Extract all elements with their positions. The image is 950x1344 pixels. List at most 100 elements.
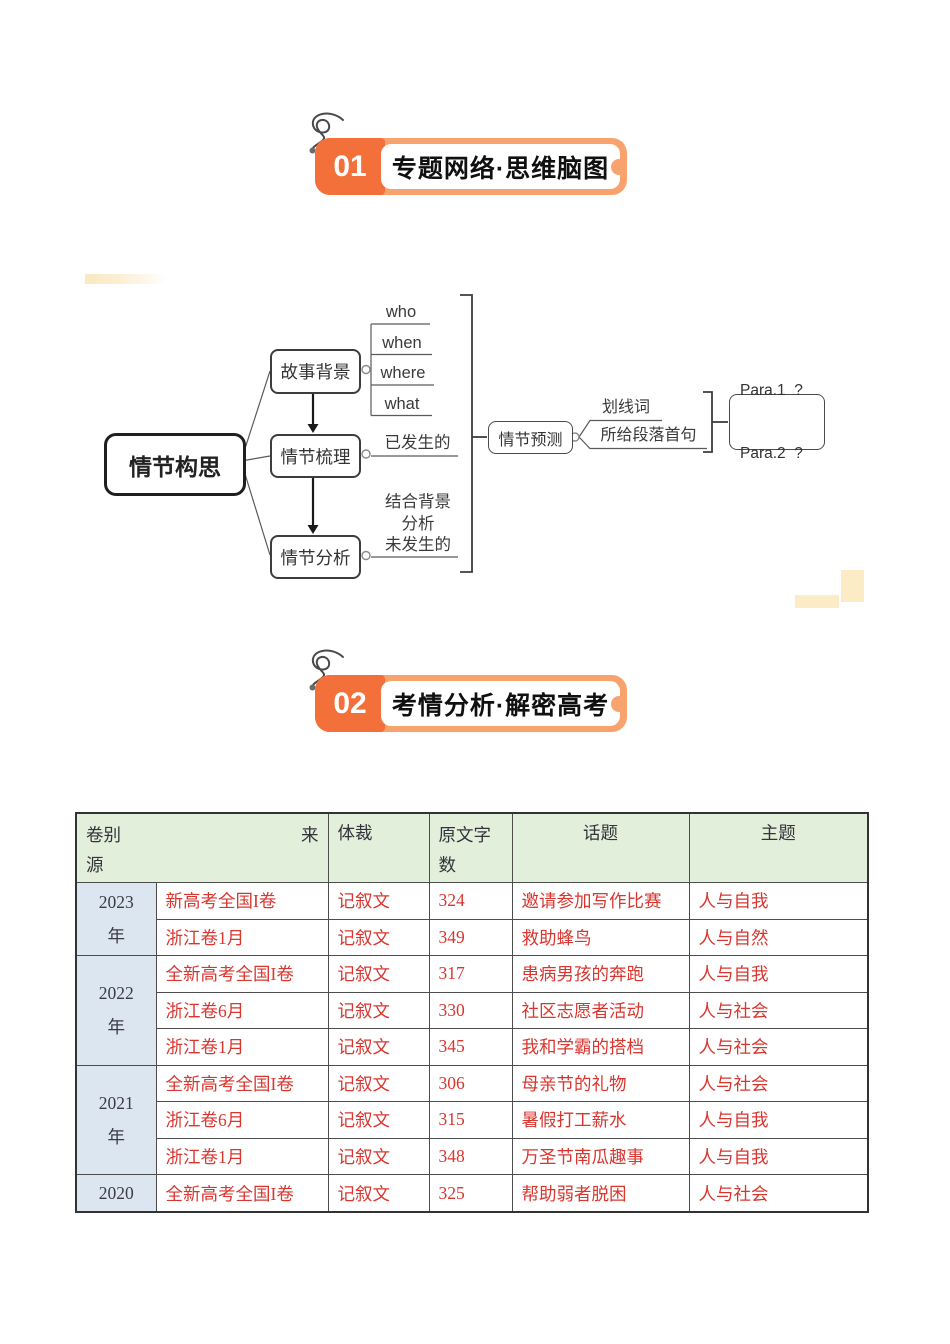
cell-genre: 记叙文: [327, 882, 430, 920]
cell-source: 浙江卷1月: [155, 1137, 329, 1175]
cell-words: 325: [428, 1174, 513, 1213]
year-line: 2023: [98, 892, 134, 912]
badge-notch: [611, 695, 627, 712]
cell-words: 330: [428, 991, 513, 1029]
badge-title: 专题网络·思维脑图: [381, 144, 620, 189]
section-badge-01: 01 专题网络·思维脑图: [309, 112, 627, 195]
para-line-2: Para.2 ?: [740, 445, 803, 462]
section-badge-02: 02 考情分析·解密高考: [309, 649, 627, 732]
mindmap-label-happened: 已发生的: [384, 434, 451, 452]
table-row: 2022 年 全新高考全国I卷 记叙文 317 患病男孩的奔跑 人与自我: [75, 955, 869, 1066]
table-row: 2021 年 全新高考全国I卷 记叙文 306 母亲节的礼物 人与社会: [75, 1064, 869, 1175]
col-header-genre: 体裁: [327, 812, 430, 883]
year-line: 2021: [98, 1092, 134, 1113]
cell-words: 315: [428, 1101, 513, 1139]
cell-source: 浙江卷1月: [155, 918, 329, 956]
cell-topic: 患病男孩的奔跑: [511, 955, 690, 993]
col-header-theme: 主题: [688, 812, 869, 883]
header-wordcount-line1: 原文字: [438, 825, 492, 845]
cell-genre: 记叙文: [327, 918, 430, 956]
cell-source: 新高考全国I卷: [155, 882, 329, 920]
yellow-deco-right-vertical: [841, 570, 864, 602]
table-row: 浙江卷6月 记叙文 315 暑假打工薪水 人与自我: [76, 1101, 869, 1139]
table-row: 2020 全新高考全国I卷 记叙文 325 帮助弱者脱困 人与社会: [75, 1174, 869, 1213]
cell-source: 浙江卷6月: [155, 991, 329, 1029]
table-row: 2023 年 新高考全国I卷 记叙文 324 邀请参加写作比赛 人与自我: [75, 882, 869, 956]
mindmap-label-underlined-word: 划线词: [601, 399, 650, 416]
header-source-part1: 卷别: [86, 825, 121, 845]
badge-number: 02: [315, 675, 385, 732]
para-lines: Para.1 ? Para.2 ?: [740, 338, 803, 506]
cell-genre: 记叙文: [327, 1174, 430, 1213]
cell-theme: 人与社会: [688, 1174, 869, 1213]
cell-words: 306: [428, 1064, 513, 1102]
mindmap-label-given-first-sentence: 所给段落首句: [600, 427, 697, 444]
mindmap-node-plot-sorting: 情节梳理: [270, 434, 361, 478]
mindmap-node-plot-analysis: 情节分析: [270, 535, 361, 579]
header-source-part3: 源: [86, 855, 104, 875]
cell-genre: 记叙文: [327, 1064, 430, 1102]
cell-theme: 人与自然: [688, 918, 869, 956]
table-row: 浙江卷6月 记叙文 330 社区志愿者活动 人与社会: [76, 991, 869, 1029]
cell-source: 全新高考全国I卷: [155, 1064, 329, 1102]
cell-topic: 母亲节的礼物: [511, 1064, 690, 1102]
table-row: 浙江卷1月 记叙文 345 我和学霸的搭档 人与社会: [76, 1028, 869, 1066]
badge-notch: [611, 158, 627, 175]
mindmap-label-what: what: [384, 394, 420, 413]
cell-theme: 人与自我: [688, 955, 869, 993]
mindmap-connectors: [240, 294, 728, 573]
col-header-wordcount: 原文字 数: [428, 812, 513, 883]
cell-theme: 人与自我: [688, 882, 869, 920]
mindmap-label-when: when: [382, 333, 422, 352]
cell-words: 349: [428, 918, 513, 956]
cell-words: 348: [428, 1137, 513, 1175]
header-source-part2: 来: [301, 825, 319, 845]
year-line: 2022: [98, 983, 134, 1004]
cell-theme: 人与自我: [688, 1101, 869, 1139]
cell-words: 317: [428, 955, 513, 993]
cell-source: 浙江卷1月: [155, 1028, 329, 1066]
cell-source: 浙江卷6月: [155, 1101, 329, 1139]
cell-topic: 帮助弱者脱困: [511, 1174, 690, 1213]
year-cell-2022: 2022 年: [75, 955, 157, 1066]
col-header-topic: 话题: [511, 812, 690, 883]
cell-genre: 记叙文: [327, 991, 430, 1029]
table-row: 浙江卷1月 记叙文 349 救助蜂鸟 人与自然: [76, 918, 869, 956]
year-line: 年: [107, 926, 126, 946]
label-line: 结合背景: [385, 493, 451, 511]
cell-words: 345: [428, 1028, 513, 1066]
cell-source: 全新高考全国I卷: [155, 1174, 329, 1213]
cell-genre: 记叙文: [327, 1101, 430, 1139]
exam-analysis-table: 卷别 来 源 体裁 原文字 数 话题 主题 2023 年 新高考全国I卷 记叙文…: [75, 812, 869, 1213]
cell-genre: 记叙文: [327, 1137, 430, 1175]
cell-topic: 邀请参加写作比赛: [511, 882, 690, 920]
cell-topic: 救助蜂鸟: [511, 918, 690, 956]
header-wordcount-line2: 数: [438, 855, 457, 875]
cell-words: 324: [428, 882, 513, 920]
cell-theme: 人与社会: [688, 1028, 869, 1066]
table-header-row: 卷别 来 源 体裁 原文字 数 话题 主题: [75, 812, 869, 883]
cell-genre: 记叙文: [327, 955, 430, 993]
mindmap-label-analyze-unhappened: 结合背景 分析 未发生的: [371, 492, 465, 557]
year-cell-2020: 2020: [75, 1174, 157, 1213]
table-row: 浙江卷1月 记叙文 348 万圣节南瓜趣事 人与自我: [76, 1137, 869, 1175]
cell-theme: 人与社会: [688, 1064, 869, 1102]
year-cell-2023: 2023 年: [75, 882, 157, 956]
mindmap-label-who: who: [385, 303, 417, 321]
mindmap-node-para-result: Para.1 ? Para.2 ?: [729, 382, 825, 462]
mindmap-node-plot-prediction: 情节预测: [488, 421, 573, 454]
badge-title: 考情分析·解密高考: [381, 681, 620, 726]
cell-theme: 人与自我: [688, 1137, 869, 1175]
year-cell-2021: 2021 年: [75, 1064, 157, 1175]
year-line: 年: [107, 1126, 126, 1147]
yellow-deco-left: [85, 274, 167, 284]
col-header-source: 卷别 来 源: [75, 812, 329, 883]
label-line: 分析: [401, 514, 435, 533]
cell-genre: 记叙文: [327, 1028, 430, 1066]
yellow-deco-right-horizontal: [795, 595, 839, 608]
year-line: 年: [107, 1017, 126, 1038]
para-line-1: Para.1 ?: [740, 382, 803, 399]
cell-source: 全新高考全国I卷: [155, 955, 329, 993]
mindmap-label-where: where: [380, 364, 426, 382]
mindmap-root-node: 情节构思: [104, 433, 246, 496]
